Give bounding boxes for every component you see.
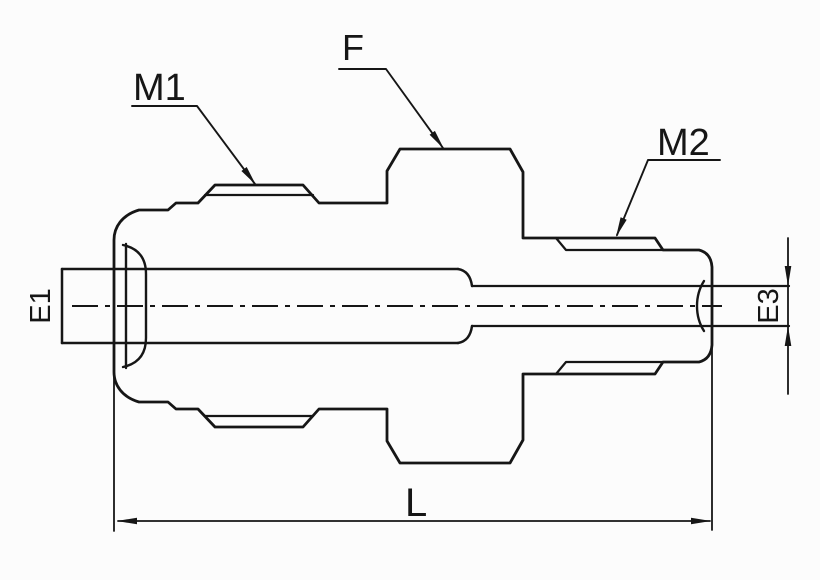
label-f: F [342,27,364,68]
dim-e3-arrow-top [784,266,792,286]
bore-shoulder-bottom [456,324,474,345]
leader-f [338,68,444,149]
leader-m1 [131,105,256,185]
thread-m2-root-bottom [554,360,664,376]
thread-m2-root-top [554,236,664,252]
label-l: L [405,481,427,525]
nose-seat-curve [695,279,706,333]
leader-f-arrow [429,130,444,149]
leader-m2-arrow [616,217,627,237]
leader-m1-arrow [241,167,256,185]
dim-e3-arrow-bottom [784,326,792,346]
label-e3: E3 [753,288,785,323]
label-e1: E1 [25,288,57,323]
dim-l-arrow-left [117,517,137,525]
leader-m2 [616,159,721,236]
bore-shoulder-top [456,267,474,288]
body-outline [112,147,714,465]
dim-l-arrow-right [691,517,711,525]
label-m1: M1 [133,67,186,109]
label-m2: M2 [657,122,710,164]
nut-end-bulge [121,243,148,369]
